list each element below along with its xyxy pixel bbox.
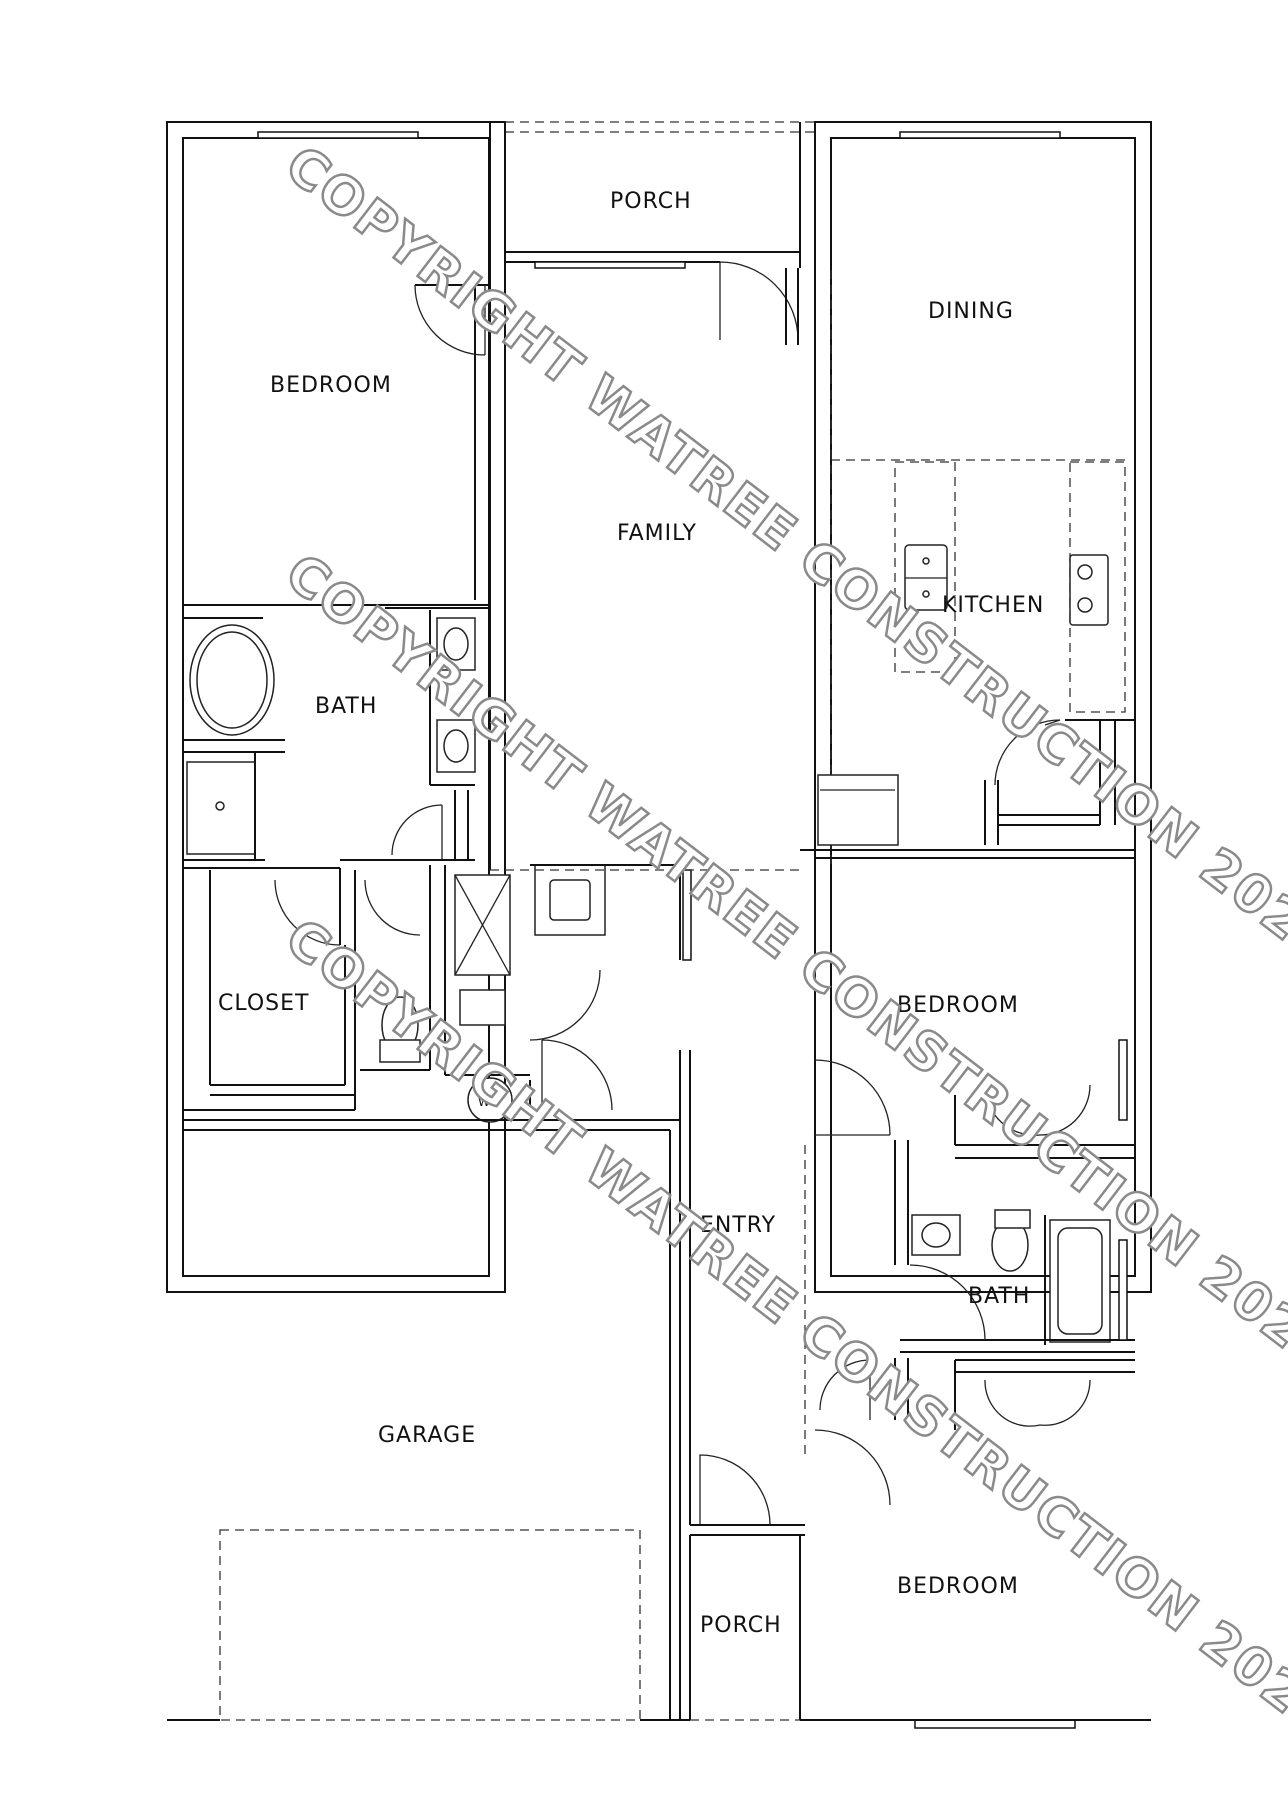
master-bedroom-label: BEDROOM	[270, 373, 392, 398]
porch-bottom-label: PORCH	[700, 1613, 782, 1638]
master-bath-room	[183, 610, 476, 946]
garage-room	[167, 1119, 1151, 1721]
family-label: FAMILY	[617, 521, 697, 546]
bath-2-room	[894, 1140, 1135, 1353]
master-bath-label: BATH	[315, 694, 377, 719]
closet-room	[183, 867, 356, 1111]
kitchen-label: KITCHEN	[942, 593, 1044, 618]
dining-label: DINING	[928, 299, 1014, 324]
master-bedroom-room	[183, 131, 491, 870]
water-heater-label: W-	[478, 1095, 496, 1109]
porch-bottom-room	[689, 1535, 801, 1721]
entry-label: ENTRY	[700, 1213, 776, 1238]
bath-2-label: BATH	[968, 1284, 1030, 1309]
bedroom-3-label: BEDROOM	[897, 1574, 1019, 1599]
porch-top-label: PORCH	[610, 189, 692, 214]
closet-label: CLOSET	[218, 991, 309, 1016]
bedroom-2-label: BEDROOM	[897, 993, 1019, 1018]
garage-label: GARAGE	[378, 1423, 476, 1448]
bedroom-3-room	[814, 1358, 1135, 1729]
bedroom-2-room	[800, 849, 1135, 1159]
dining-kitchen-room	[817, 131, 1135, 870]
porch-top-room	[489, 122, 816, 345]
laundry-hall-room	[360, 864, 692, 1123]
